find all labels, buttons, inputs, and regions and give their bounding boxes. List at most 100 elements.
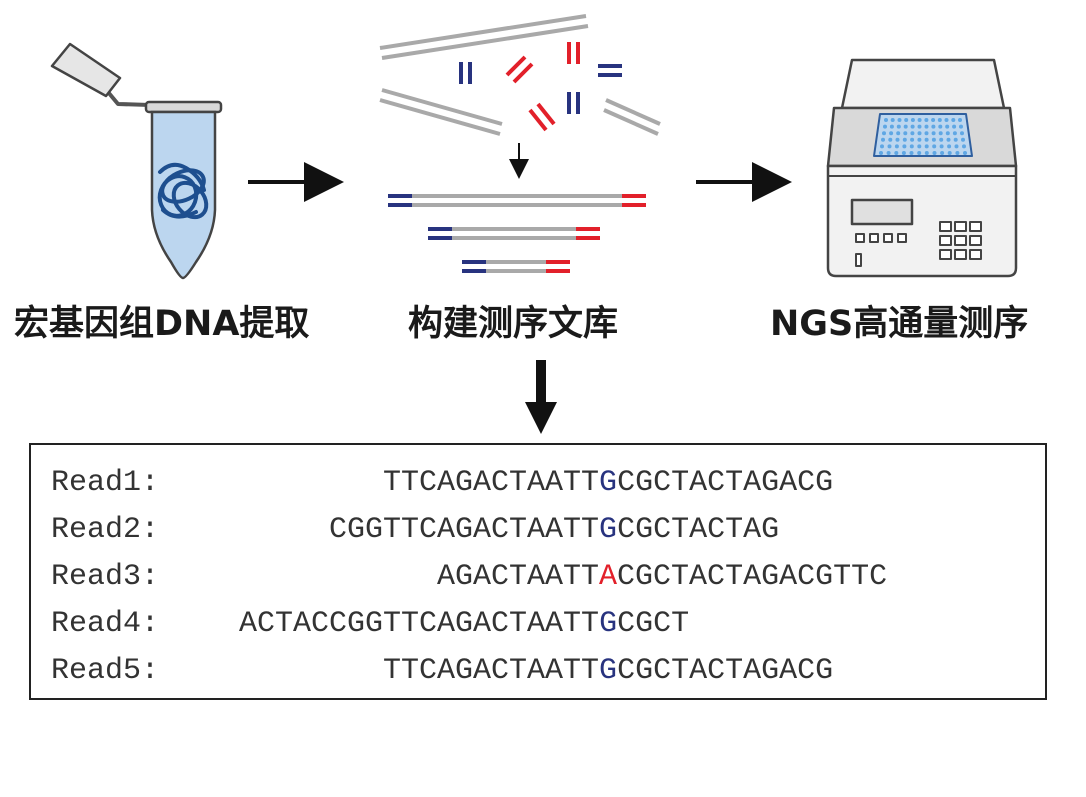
plate-well	[931, 118, 936, 122]
plate-well	[917, 144, 922, 149]
read-seq-post: CGCTACTAGACGTTC	[617, 560, 888, 594]
read-seq-post: CGCTACTAGACG	[617, 466, 834, 500]
read-name: Read5:	[51, 654, 160, 688]
plate-well	[940, 151, 945, 155]
plate-well	[910, 137, 915, 142]
read-seq-pre: TTCAGACTAATT	[383, 654, 600, 688]
plate-well	[895, 137, 900, 142]
plate-well	[958, 118, 962, 122]
plate-well	[886, 151, 891, 155]
plate-well	[881, 137, 885, 142]
plate-well	[880, 144, 884, 149]
plate-well	[931, 124, 936, 129]
plate-well	[937, 118, 942, 122]
workflow-artwork	[50, 14, 1018, 434]
adapter-ligated-library-icon	[388, 194, 646, 273]
read-row: Read3: AGACTAATTACGCTACTAGACGTTC	[51, 559, 887, 595]
read-seq-post: CGCTACTAGACG	[617, 654, 834, 688]
plate-well	[924, 151, 929, 155]
snp-base: G	[599, 466, 618, 500]
plate-well	[910, 118, 915, 122]
snp-base: G	[599, 607, 618, 641]
read-seq-pre: AGACTAATT	[437, 560, 600, 594]
plate-well	[954, 144, 959, 149]
dna-coil-icon	[157, 162, 209, 220]
dna-fragments-icon	[379, 14, 661, 136]
plate-well	[917, 118, 922, 122]
read-seq-pre: CGGTTCAGACTAATT	[329, 513, 600, 547]
plate-well	[917, 151, 922, 155]
plate-well	[888, 137, 893, 142]
step-label-ngs-sequencing: NGS高通量测序	[770, 304, 1029, 344]
plate-well	[924, 137, 929, 142]
plate-well	[879, 151, 883, 155]
plate-well	[909, 144, 914, 149]
plate-well	[939, 144, 944, 149]
plate-well	[960, 131, 964, 136]
plate-well	[910, 124, 915, 129]
plate-well	[904, 118, 909, 122]
read-sequence: TTCAGACTAATTGCGCTACTAGACG	[383, 653, 833, 689]
plate-well	[917, 124, 922, 129]
plate-well	[944, 118, 949, 122]
plate-well	[938, 131, 943, 136]
read-sequence: ACTACCGGTTCAGACTAATTGCGCT	[239, 606, 689, 642]
plate-well	[945, 124, 950, 129]
read-sequence: AGACTAATTACGCTACTAGACGTTC	[437, 559, 887, 595]
plate-well	[897, 118, 902, 122]
plate-well	[896, 124, 901, 129]
read-seq-post: CGCTACTAG	[617, 513, 780, 547]
plate-well	[939, 137, 944, 142]
plate-well	[903, 131, 908, 136]
plate-well	[883, 124, 887, 129]
plate-well	[901, 151, 906, 155]
plate-well	[909, 151, 914, 155]
plate-well	[924, 118, 929, 122]
plate-well	[938, 124, 943, 129]
plate-well	[924, 144, 929, 149]
plate-well	[917, 131, 922, 136]
arrow-to-reads	[525, 360, 557, 434]
plate-well	[884, 118, 888, 122]
plate-well	[887, 144, 892, 149]
plate-well	[910, 131, 915, 136]
read-name: Read4:	[51, 607, 160, 641]
plate-well	[931, 131, 936, 136]
plate-well	[924, 124, 929, 129]
read-seq-pre: ACTACCGGTTCAGACTAATT	[239, 607, 600, 641]
read-row: Read4: ACTACCGGTTCAGACTAATTGCGCT	[51, 606, 689, 642]
plate-well	[962, 144, 966, 149]
plate-well	[947, 151, 952, 155]
read-sequence: TTCAGACTAATTGCGCTACTAGACG	[383, 465, 833, 501]
plate-well	[961, 137, 965, 142]
plate-well	[931, 137, 936, 142]
read-row: Read5: TTCAGACTAATTGCGCTACTAGACG	[51, 653, 833, 689]
plate-well	[952, 124, 957, 129]
plate-well	[953, 137, 958, 142]
plate-well	[894, 144, 899, 149]
snp-base: G	[599, 513, 618, 547]
read-row: Read2: CGGTTCAGACTAATTGCGCTACTAG	[51, 512, 779, 548]
plate-well	[947, 144, 952, 149]
plate-well	[946, 137, 951, 142]
snp-base: A	[599, 560, 618, 594]
plate-well	[932, 144, 937, 149]
read-name: Read2:	[51, 513, 160, 547]
step-label-library-construction: 构建测序文库	[408, 304, 619, 344]
plate-well	[955, 151, 960, 155]
plate-well	[903, 124, 908, 129]
plate-well	[959, 124, 963, 129]
plate-well	[963, 151, 967, 155]
plate-well	[894, 151, 899, 155]
plate-well	[951, 118, 956, 122]
read-seq-post: CGCT	[617, 607, 690, 641]
sequencing-reads-box: Read1: TTCAGACTAATTGCGCTACTAGACG Read2: …	[29, 443, 1047, 700]
read-name: Read1:	[51, 466, 160, 500]
snp-base: G	[599, 654, 618, 688]
plate-well	[902, 144, 907, 149]
ngs-workflow-diagram: 宏基因组DNA提取 构建测序文库 NGS高通量测序 Read1: TTCAGAC…	[14, 14, 1047, 700]
plate-well	[924, 131, 929, 136]
plate-well	[945, 131, 950, 136]
plate-well	[882, 131, 886, 136]
plate-well	[902, 137, 907, 142]
